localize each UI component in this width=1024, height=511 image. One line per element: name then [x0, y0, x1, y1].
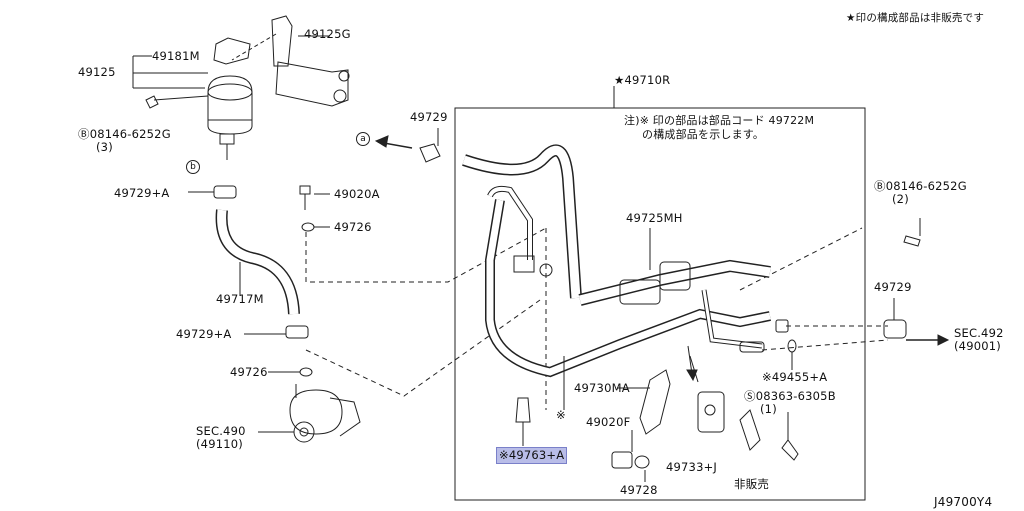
part-49729a-1-label[interactable]: 49729+A: [114, 186, 170, 200]
part-49729-right-label[interactable]: 49729: [874, 280, 912, 294]
sec492-label[interactable]: SEC.492: [954, 326, 1004, 340]
star-mark-label: ※: [556, 408, 566, 422]
marker-b: b: [186, 160, 200, 174]
bolt-right-qty: (2): [892, 192, 909, 206]
screw-qty: (1): [760, 402, 777, 416]
note-line-1: 注)※ 印の部品は部品コード 49722M: [624, 114, 815, 127]
bolt-right-label[interactable]: Ⓑ08146-6252G: [874, 179, 967, 193]
part-49020a-label[interactable]: 49020A: [334, 187, 380, 201]
part-49729a-2-label[interactable]: 49729+A: [176, 327, 232, 341]
part-49455a-label[interactable]: ※49455+A: [762, 370, 828, 384]
marker-a: a: [356, 132, 370, 146]
part-49020f-label[interactable]: 49020F: [586, 415, 631, 429]
sec490-code: (49110): [196, 437, 243, 451]
part-49181m-label[interactable]: 49181M: [152, 49, 200, 63]
part-49763a-label[interactable]: ※49763+A: [496, 447, 568, 464]
reservoir-tank: [207, 75, 253, 135]
fitting-49763a: [515, 397, 531, 423]
assembly-box: [454, 107, 866, 501]
part-49726-1-label[interactable]: 49726: [334, 220, 372, 234]
part-49726-2-label[interactable]: 49726: [230, 365, 268, 379]
non-sale-note: ★印の構成部品は非販売です: [846, 12, 985, 24]
part-49725mh-label[interactable]: 49725MH: [626, 211, 683, 225]
bolt-left-qty: (3): [96, 140, 113, 154]
diagram-id: J49700Y4: [934, 495, 993, 509]
part-49125-label[interactable]: 49125: [78, 65, 116, 79]
part-49733j-label[interactable]: 49733+J: [666, 460, 718, 474]
bracket-49125g: [275, 61, 349, 107]
part-49728-label[interactable]: 49728: [620, 483, 658, 497]
sec490-label[interactable]: SEC.490: [196, 424, 246, 438]
note-line-2: の構成部品を示します。: [642, 128, 765, 141]
part-49730ma-label[interactable]: 49730MA: [574, 381, 630, 395]
part-49717m-label[interactable]: 49717M: [216, 292, 264, 306]
not-sold-label: 非販売: [734, 477, 770, 491]
bolt-left-label[interactable]: Ⓑ08146-6252G: [78, 127, 171, 141]
part-49125g-label[interactable]: 49125G: [304, 27, 351, 41]
assembly-label: ★49710R: [614, 73, 671, 87]
bracket-49730ma: [639, 369, 671, 435]
pump-sec490: [289, 389, 343, 435]
part-49729-top-label[interactable]: 49729: [410, 110, 448, 124]
screw-label[interactable]: Ⓢ08363-6305B: [744, 389, 836, 403]
sec492-code: (49001): [954, 339, 1001, 353]
reservoir-cap: [213, 37, 251, 65]
